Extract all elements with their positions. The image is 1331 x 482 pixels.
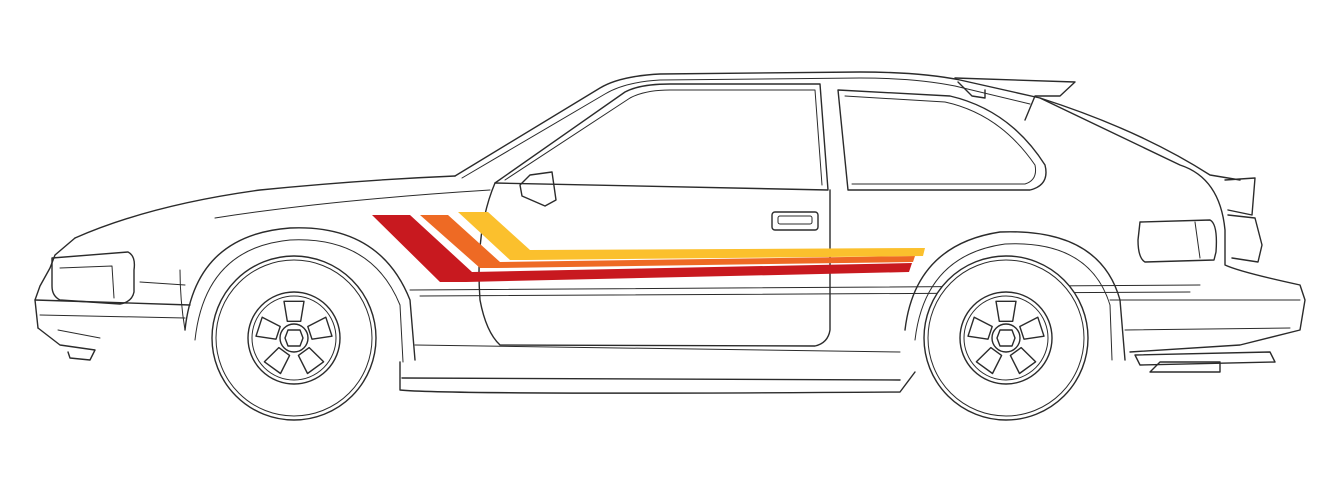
- wheel-spoke-window: [1009, 346, 1037, 375]
- wheel-spoke-window: [283, 300, 305, 322]
- wheel-spoke-window: [297, 346, 325, 375]
- car-windows: [494, 83, 1047, 207]
- stripe-yellow: [458, 212, 925, 260]
- side-stripes: [372, 212, 925, 282]
- wheel-spoke-window: [307, 316, 333, 340]
- wheel-spoke-window: [967, 316, 993, 340]
- wheel-spoke-window: [975, 346, 1003, 375]
- rear-wheel: [923, 255, 1089, 421]
- wheel-spoke-window: [263, 346, 291, 375]
- front-wheel: [211, 255, 377, 421]
- wheel-spoke-window: [255, 316, 281, 340]
- stripe-red: [372, 215, 912, 282]
- door-handle: [771, 211, 819, 231]
- car-body: [34, 71, 1306, 394]
- wheel-spoke-window: [1019, 316, 1045, 340]
- wheel-spoke-window: [995, 300, 1017, 322]
